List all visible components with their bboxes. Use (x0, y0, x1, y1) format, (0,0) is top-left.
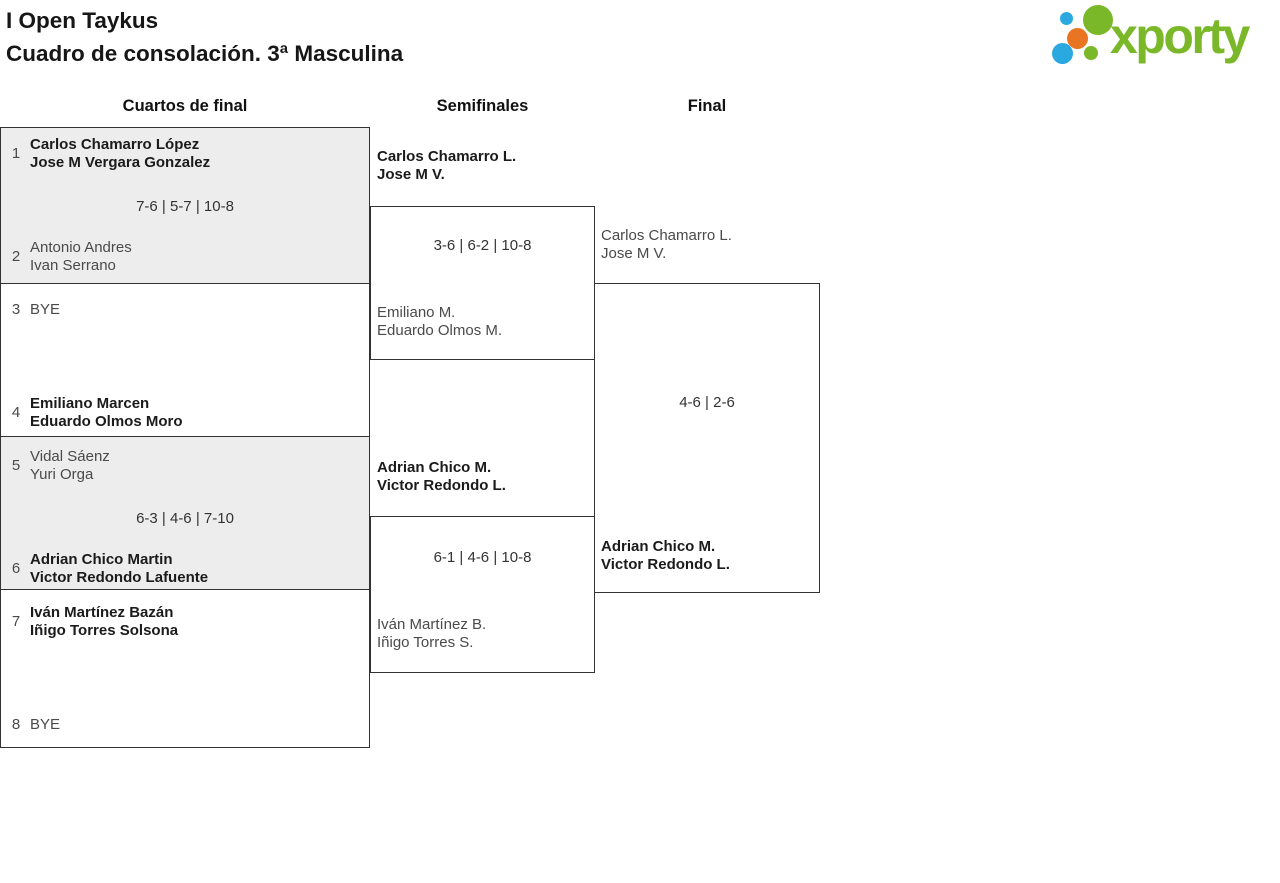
team-row-qf4-bottom: 8 BYE (8, 716, 60, 734)
team-name-line: Iñigo Torres Solsona (30, 622, 179, 639)
draw-name: Cuadro de consolación. 3ª Masculina (6, 41, 404, 66)
team-name-line: Carlos Chamarro L. (377, 148, 517, 165)
team-name-line: Antonio Andres (30, 239, 132, 256)
team-name-line: Emiliano Marcen (30, 395, 150, 412)
team-name-line: Yuri Orga (30, 466, 94, 483)
seed-number: 7 (11, 613, 21, 630)
seed-number: 8 (11, 716, 21, 733)
team-name-line: Ivan Serrano (30, 257, 116, 274)
team-name-line: Adrian Chico Martin (30, 551, 173, 568)
team-row-qf4-top: 7 Iván Martínez Bazán Iñigo Torres Solso… (8, 604, 178, 640)
tournament-name: I Open Taykus (6, 8, 159, 33)
team-name-line: Emiliano M. (377, 304, 456, 321)
seed-number: 4 (11, 404, 21, 421)
team-row-qf1-bottom: 2 Antonio Andres Ivan Serrano (8, 239, 132, 275)
match-score-qf1: 7-6 | 5-7 | 10-8 (136, 198, 234, 215)
match-score-final: 4-6 | 2-6 (679, 394, 735, 411)
team-label-final-top: Carlos Chamarro L. Jose M V. (601, 227, 732, 263)
logo-dot-green-large-icon (1083, 5, 1113, 35)
round-header-quarterfinals: Cuartos de final (122, 97, 248, 115)
team-name-line: Iñigo Torres S. (377, 634, 474, 651)
team-name-line: Vidal Sáenz (30, 448, 110, 465)
team-name-line: Iván Martínez B. (377, 616, 487, 633)
team-name-line: Jose M V. (377, 166, 445, 183)
seed-number: 1 (11, 145, 21, 162)
match-box-semifinal-1[interactable] (370, 206, 595, 360)
team-name-line: Carlos Chamarro López (30, 136, 200, 153)
team-row-qf3-bottom: 6 Adrian Chico Martin Victor Redondo Laf… (8, 551, 208, 587)
team-name-line: Eduardo Olmos M. (377, 322, 503, 339)
team-label-sf2-bottom: Iván Martínez B. Iñigo Torres S. (377, 616, 486, 652)
team-label-final-bottom: Adrian Chico M. Victor Redondo L. (601, 538, 730, 574)
team-name-line: Iván Martínez Bazán (30, 604, 174, 621)
match-score-sf1: 3-6 | 6-2 | 10-8 (433, 237, 532, 254)
xporty-logo[interactable]: xporty (1048, 0, 1276, 70)
match-box-quarterfinal-2[interactable] (0, 283, 370, 437)
team-row-qf3-top: 5 Vidal Sáenz Yuri Orga (8, 448, 110, 484)
team-name-line: Victor Redondo L. (601, 556, 730, 573)
logo-wordmark: xporty (1110, 8, 1250, 64)
team-label-sf1-bottom: Emiliano M. Eduardo Olmos M. (377, 304, 502, 340)
match-score-sf2: 6-1 | 4-6 | 10-8 (433, 549, 532, 566)
match-box-semifinal-2[interactable] (370, 516, 595, 673)
team-row-qf1-top: 1 Carlos Chamarro López Jose M Vergara G… (8, 136, 210, 172)
team-row-qf2-bottom: 4 Emiliano Marcen Eduardo Olmos Moro (8, 395, 183, 431)
seed-number: 6 (11, 560, 21, 577)
team-label-sf2-top: Adrian Chico M. Victor Redondo L. (377, 459, 506, 495)
logo-dot-blue-large-icon (1052, 43, 1073, 64)
match-score-qf3: 6-3 | 4-6 | 7-10 (136, 510, 234, 527)
team-name-line: Carlos Chamarro L. (601, 227, 732, 244)
seed-number: 2 (11, 248, 21, 265)
match-box-final[interactable] (594, 283, 820, 593)
logo-dot-blue-small-icon (1060, 12, 1073, 25)
team-name-line: Adrian Chico M. (377, 459, 492, 476)
page-title: I Open Taykus Cuadro de consolación. 3ª … (6, 4, 403, 70)
team-name-line: Victor Redondo Lafuente (30, 569, 209, 586)
match-box-quarterfinal-4[interactable] (0, 589, 370, 748)
team-name-line: Jose M V. (601, 245, 667, 262)
team-name-line: Adrian Chico M. (601, 538, 716, 555)
logo-dot-green-small-icon (1084, 46, 1098, 60)
team-name-line: BYE (30, 301, 61, 318)
team-name-line: Victor Redondo L. (377, 477, 506, 494)
match-box-quarterfinal-1[interactable] (0, 127, 370, 284)
team-name-line: Jose M Vergara Gonzalez (30, 154, 211, 171)
round-header-semifinals: Semifinales (436, 97, 529, 115)
seed-number: 3 (11, 301, 21, 318)
team-name-line: Eduardo Olmos Moro (30, 413, 183, 430)
seed-number: 5 (11, 457, 21, 474)
team-name-line: BYE (30, 716, 61, 733)
team-row-qf2-top: 3 BYE (8, 301, 60, 319)
logo-dot-orange-icon (1067, 28, 1088, 49)
round-header-final: Final (687, 97, 727, 115)
match-box-quarterfinal-3[interactable] (0, 436, 370, 590)
team-label-sf1-top: Carlos Chamarro L. Jose M V. (377, 148, 516, 184)
